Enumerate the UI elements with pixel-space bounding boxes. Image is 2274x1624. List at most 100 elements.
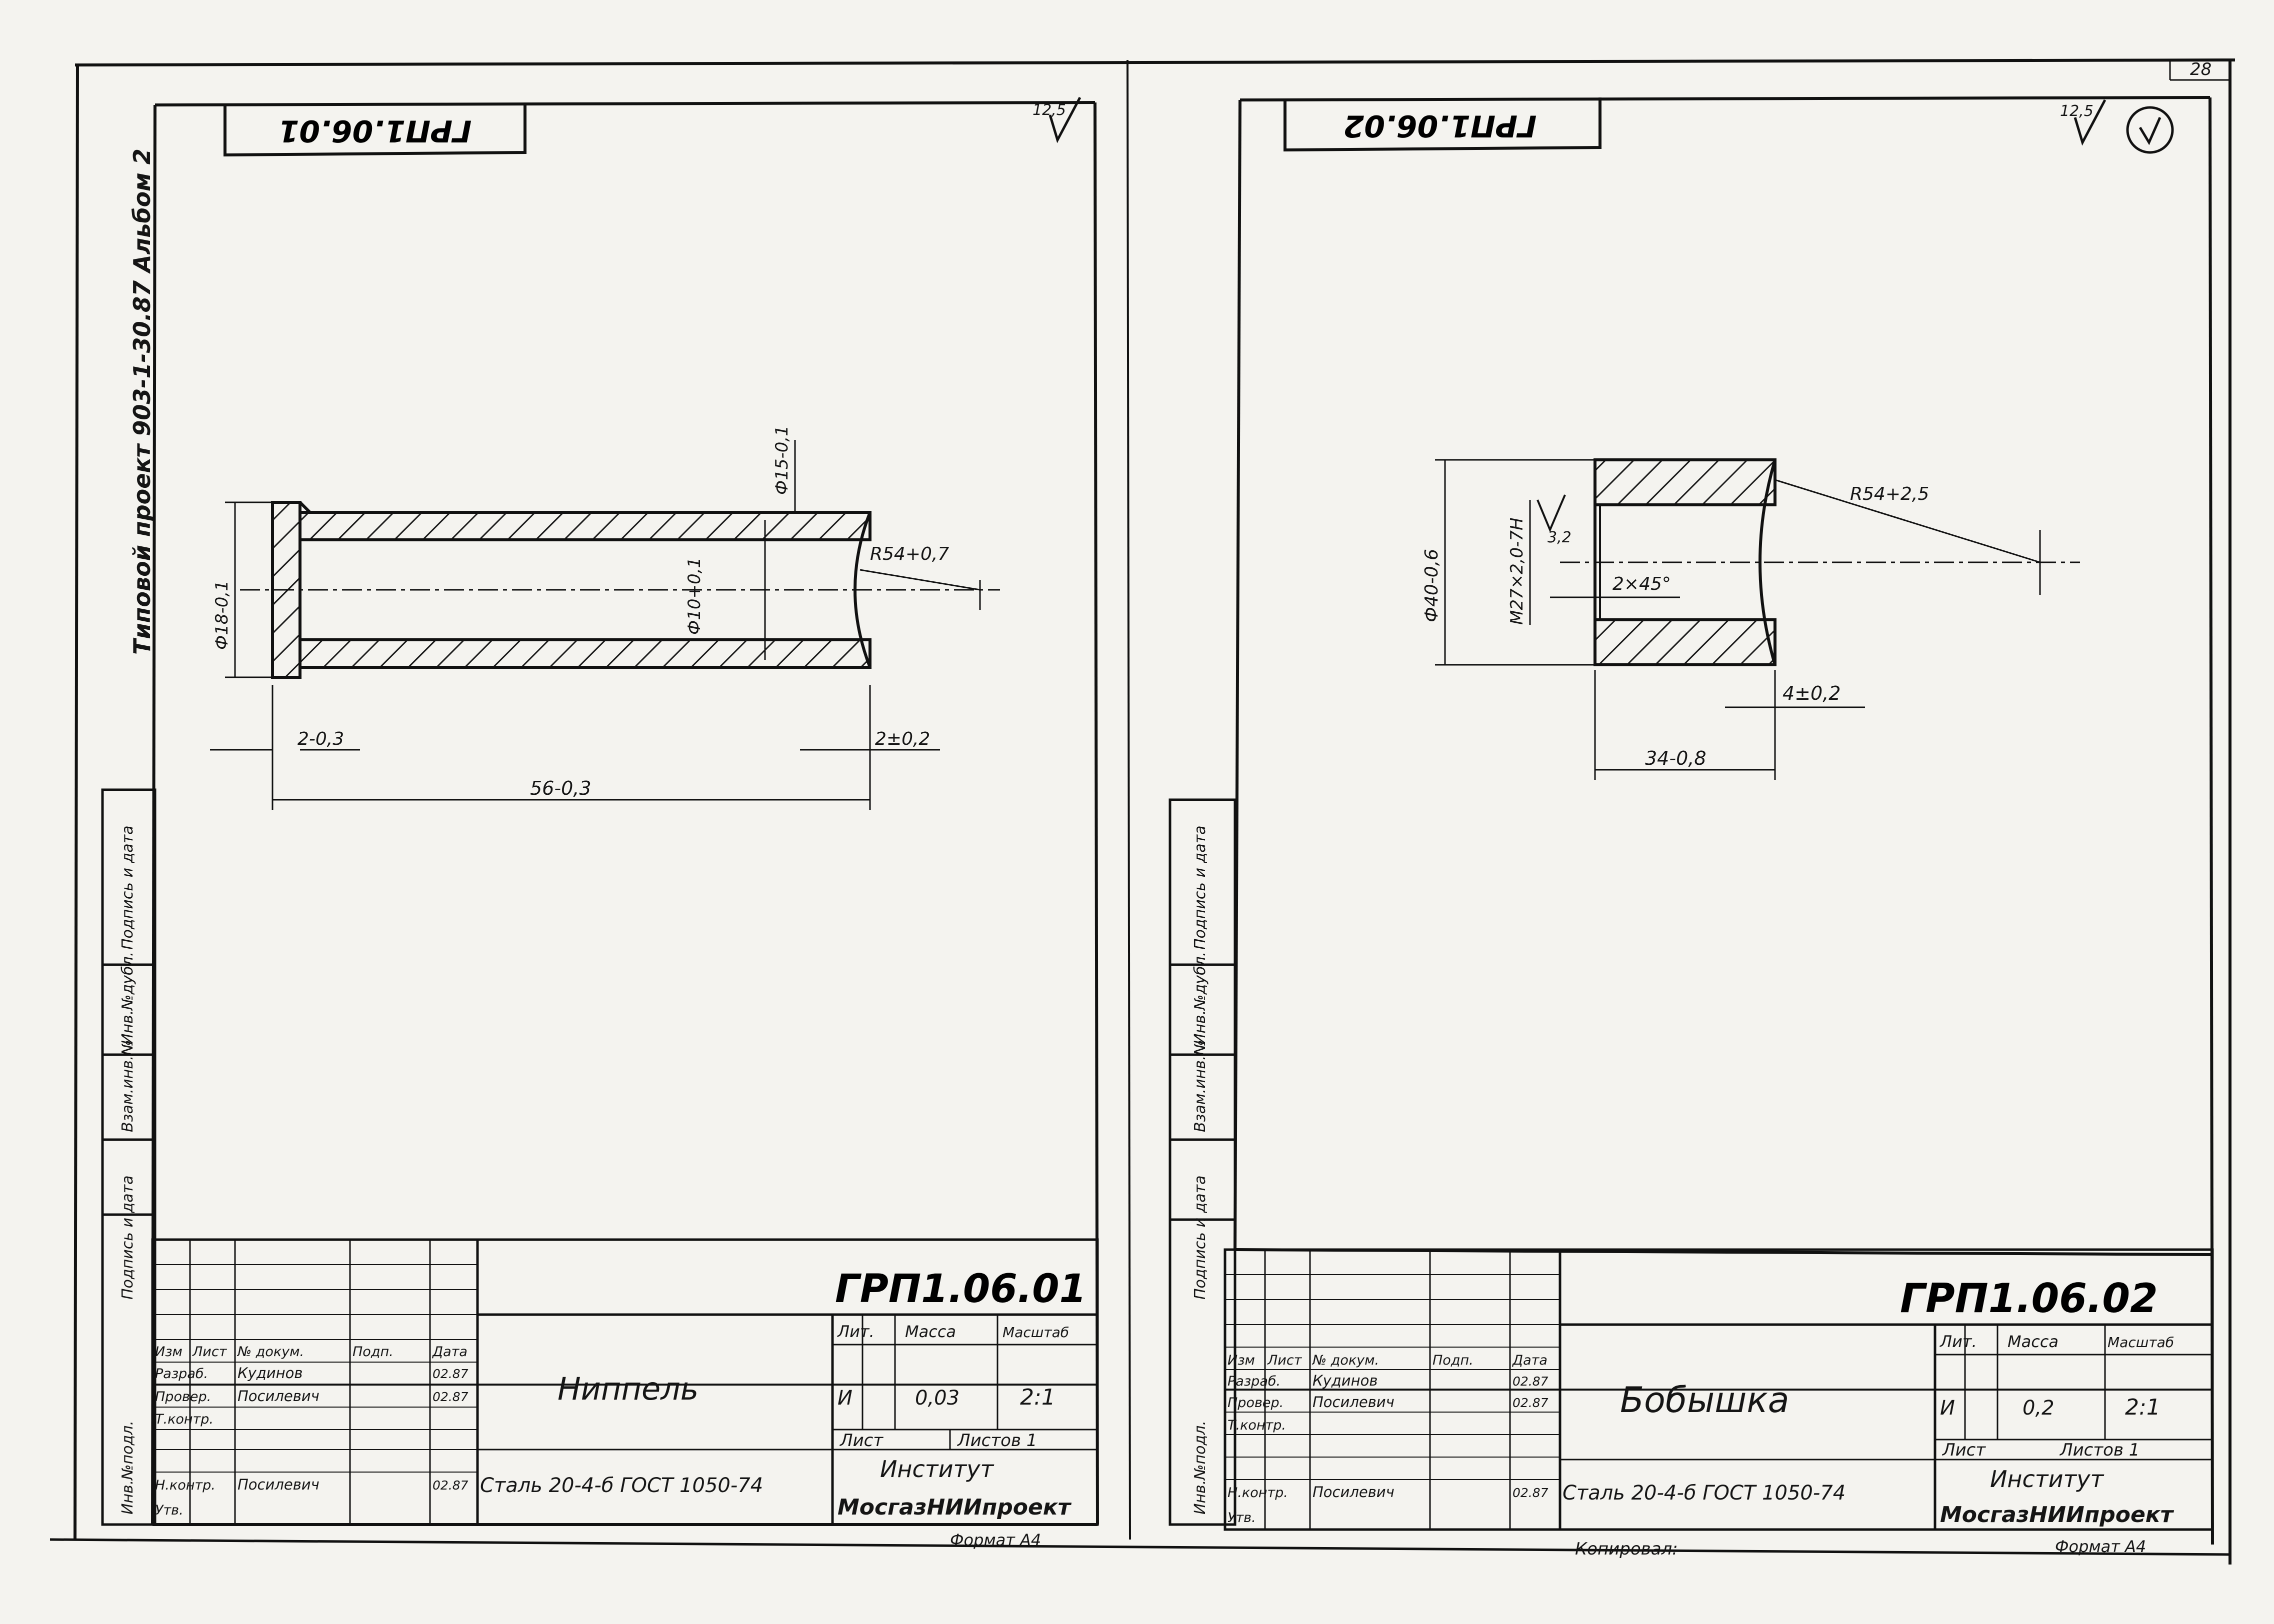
sheet-1-code: ГРП1.06.01 bbox=[835, 1267, 1086, 1312]
sheet-2-org1: Институт bbox=[1990, 1466, 2104, 1493]
s1-razrab-date: 02.87 bbox=[432, 1367, 468, 1381]
stamp-invpodl-1: Инв.№подл. bbox=[119, 1421, 136, 1515]
roughness-icon bbox=[1048, 96, 1082, 143]
sheet-1-lit: И bbox=[838, 1387, 852, 1410]
sheet-1-format: Формат А4 bbox=[950, 1531, 1041, 1550]
s2-utv: Утв. bbox=[1228, 1510, 1256, 1526]
stamp-invdubl-1: Инв.№дубл. bbox=[119, 952, 136, 1045]
boss-chamfer: 2×45° bbox=[1612, 574, 1671, 594]
sheet-2-roughness: 12,5 bbox=[2060, 102, 2094, 120]
s1-tkontr: Т.контр. bbox=[155, 1412, 214, 1427]
sheet-1-mass: 0,03 bbox=[915, 1387, 960, 1410]
nipple-d-outer: Ф18-0,1 bbox=[212, 580, 232, 650]
s1-izm: Изм bbox=[155, 1344, 182, 1360]
s2-nkontr: Н.контр. bbox=[1228, 1485, 1288, 1501]
s1-ndokum: № докум. bbox=[236, 1344, 304, 1360]
sheet-1-org1: Институт bbox=[880, 1456, 994, 1483]
nipple-d-bore: Ф15-0,1 bbox=[772, 425, 792, 495]
sheet-1-lit-label: Лит. bbox=[837, 1322, 874, 1341]
sheet-2-code: ГРП1.06.02 bbox=[1900, 1275, 2158, 1322]
s2-izm: Изм bbox=[1228, 1353, 1255, 1368]
s2-razrab: Разраб. bbox=[1228, 1374, 1280, 1389]
boss-rough-inner: 3,2 bbox=[1548, 529, 1572, 546]
sheet-1-roughness: 12,5 bbox=[1032, 101, 1066, 119]
s1-nkontr-name: Посилевич bbox=[238, 1476, 320, 1493]
outer-frame bbox=[50, 58, 2236, 1565]
sheet-1-list-label: Лист bbox=[839, 1431, 884, 1451]
title-block-2 bbox=[1224, 1248, 2214, 1531]
s1-razrab-name: Кудинов bbox=[238, 1365, 302, 1382]
boss-thread: M27×2,0-7H bbox=[1507, 517, 1527, 625]
s1-prover-date: 02.87 bbox=[432, 1390, 468, 1404]
nipple-chamfer-left: 2-0,3 bbox=[298, 729, 344, 749]
s1-list: Лист bbox=[192, 1344, 228, 1360]
s1-prover-name: Посилевич bbox=[238, 1388, 320, 1405]
sheet-2-lit: И bbox=[1940, 1397, 1955, 1420]
s2-prover: Провер. bbox=[1228, 1395, 1284, 1411]
sheet-1: ГРП1.06.01 12,5 Подпись и дата Инв.№дубл… bbox=[101, 96, 1099, 1550]
sheet-2-org2: МосгазНИИпроект bbox=[1940, 1502, 2174, 1528]
album-stamp: Типовой проект 903-1-30.87 Альбом 2 bbox=[128, 148, 156, 655]
stamp-vzam-1: Взам.инв.№ bbox=[119, 1040, 136, 1132]
s2-razrab-date: 02.87 bbox=[1512, 1374, 1548, 1389]
s1-prover: Провер. bbox=[155, 1389, 211, 1405]
sheet-1-listov-label: Листов 1 bbox=[956, 1431, 1037, 1451]
s2-data: Дата bbox=[1512, 1353, 1548, 1368]
s1-nkontr: Н.контр. bbox=[155, 1478, 216, 1493]
stamp-podpis-2b: Подпись и дата bbox=[1192, 1176, 1209, 1300]
stamp-podpis-1b: Подпись и дата bbox=[119, 1176, 136, 1300]
sheet-2-mass-label: Масса bbox=[2008, 1332, 2058, 1351]
s1-podp: Подп. bbox=[352, 1344, 394, 1360]
boss-length: 34-0,8 bbox=[1645, 747, 1706, 769]
s2-prover-name: Посилевич bbox=[1312, 1394, 1394, 1411]
stamp-vzam-2: Взам.инв.№ bbox=[1192, 1040, 1209, 1132]
sheet-2-list-label: Лист bbox=[1942, 1440, 1986, 1460]
s1-razrab: Разраб. bbox=[155, 1366, 208, 1382]
s1-nkontr-date: 02.87 bbox=[432, 1478, 468, 1493]
s2-razrab-name: Кудинов bbox=[1312, 1372, 1378, 1389]
stamp-podpis-1: Подпись и дата bbox=[119, 826, 136, 950]
sheet-1-code-top: ГРП1.06.01 bbox=[278, 113, 472, 148]
sheet-2-material: Сталь 20-4-б ГОСТ 1050-74 bbox=[1562, 1482, 1846, 1505]
copied-by: Копировал: bbox=[1575, 1539, 1678, 1559]
sheet-1-mass-label: Масса bbox=[905, 1322, 956, 1341]
s2-tkontr: Т.контр. bbox=[1228, 1418, 1286, 1433]
sheet-2-code-top: ГРП1.06.02 bbox=[1344, 108, 1537, 143]
boss-drawing bbox=[1435, 458, 2080, 780]
sheet-2-format: Формат А4 bbox=[2055, 1537, 2146, 1556]
sheet-2-mass: 0,2 bbox=[2022, 1397, 2054, 1420]
title-block-1 bbox=[151, 1238, 1099, 1526]
s2-nkontr-name: Посилевич bbox=[1312, 1484, 1394, 1501]
s2-list: Лист bbox=[1267, 1353, 1302, 1368]
sheet-2-listov-label: Листов 1 bbox=[2059, 1440, 2140, 1460]
sheet-2-name: Бобышка bbox=[1620, 1380, 1790, 1421]
s1-data: Дата bbox=[432, 1344, 468, 1360]
stamp-invpodl-2: Инв.№подл. bbox=[1192, 1421, 1209, 1515]
sheet-2-scale: 2:1 bbox=[2125, 1395, 2160, 1420]
s1-utv: Утв. bbox=[155, 1503, 184, 1518]
stamp-invdubl-2: Инв.№дубл. bbox=[1192, 952, 1209, 1045]
s2-nkontr-date: 02.87 bbox=[1512, 1486, 1548, 1500]
s2-ndokum: № докум. bbox=[1312, 1353, 1379, 1368]
nipple-drawing bbox=[210, 440, 1000, 810]
roughness-icon bbox=[2074, 99, 2174, 154]
sheet-2: ГРП1.06.02 12,5 Подпись и дата Инв.№дубл… bbox=[1168, 96, 2214, 1559]
boss-radius: R54+2,5 bbox=[1850, 484, 1929, 504]
stamp-podpis-2: Подпись и дата bbox=[1192, 826, 1209, 950]
boss-face: 4±0,2 bbox=[1782, 682, 1840, 704]
nipple-radius: R54+0,7 bbox=[870, 544, 949, 564]
nipple-chamfer-right: 2±0,2 bbox=[875, 729, 930, 749]
sheet-1-scale: 2:1 bbox=[1020, 1385, 1056, 1410]
nipple-length: 56-0,3 bbox=[530, 777, 592, 799]
boss-d-outer: Ф40-0,6 bbox=[1422, 549, 1442, 622]
page-number: 28 bbox=[2190, 59, 2212, 79]
sheet-1-org2: МосгазНИИпроект bbox=[838, 1495, 1072, 1520]
sheet-2-scale-label: Масштаб bbox=[2108, 1334, 2174, 1351]
s2-prover-date: 02.87 bbox=[1512, 1396, 1548, 1410]
nipple-d-inner: Ф10+0,1 bbox=[684, 557, 704, 635]
sheet-1-scale-label: Масштаб bbox=[1002, 1324, 1069, 1341]
sheet-2-lit-label: Лит. bbox=[1940, 1332, 1977, 1351]
sheet-1-name: Ниппель bbox=[558, 1371, 698, 1407]
sheet-1-material: Сталь 20-4-б ГОСТ 1050-74 bbox=[480, 1474, 763, 1497]
